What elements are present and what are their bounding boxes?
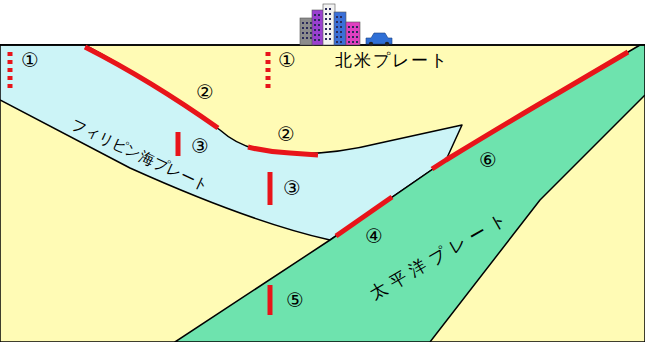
window <box>340 36 342 38</box>
window <box>340 41 342 43</box>
window <box>329 23 331 25</box>
callout-number: ① <box>278 49 296 71</box>
window <box>329 13 331 15</box>
window <box>336 21 338 23</box>
window <box>314 24 316 26</box>
window <box>336 31 338 33</box>
window <box>314 34 316 36</box>
callout-number: ② <box>196 81 214 103</box>
window <box>302 22 304 24</box>
window <box>352 31 354 33</box>
window <box>329 8 331 10</box>
window <box>325 18 327 20</box>
fault-segment <box>432 52 628 169</box>
window <box>356 36 358 38</box>
fault-segment <box>85 47 218 128</box>
window <box>348 36 350 38</box>
window <box>329 38 331 40</box>
window <box>348 26 350 28</box>
callout-number: ② <box>277 123 295 145</box>
window <box>306 22 308 24</box>
window <box>340 31 342 33</box>
window <box>318 34 320 36</box>
plate-outline <box>175 45 645 342</box>
window <box>318 39 320 41</box>
window <box>314 29 316 31</box>
window <box>302 32 304 34</box>
building <box>334 12 346 45</box>
callout-number: ③ <box>283 177 301 199</box>
window <box>325 23 327 25</box>
window <box>356 41 358 43</box>
window <box>314 39 316 41</box>
callout-number: ① <box>21 49 39 71</box>
callout-number: ③ <box>191 135 209 157</box>
window <box>302 37 304 39</box>
fault-segment <box>268 285 273 315</box>
window <box>306 37 308 39</box>
window <box>340 21 342 23</box>
window <box>352 41 354 43</box>
window <box>302 27 304 29</box>
window <box>336 26 338 28</box>
window <box>306 32 308 34</box>
window <box>318 29 320 31</box>
fault-segment <box>268 172 273 205</box>
window <box>329 33 331 35</box>
plate-outline <box>0 45 645 342</box>
window <box>314 19 316 21</box>
window <box>348 31 350 33</box>
building <box>346 22 360 45</box>
window <box>325 28 327 30</box>
window <box>356 26 358 28</box>
callout-number: ⑥ <box>479 149 497 171</box>
window <box>318 24 320 26</box>
fault-segment <box>336 197 392 236</box>
callout-number: ⑤ <box>286 289 304 311</box>
window <box>356 31 358 33</box>
window <box>325 38 327 40</box>
window <box>336 16 338 18</box>
car-wheel <box>369 42 373 46</box>
window <box>329 28 331 30</box>
window <box>340 16 342 18</box>
plate-name: 北米プレート <box>335 51 449 70</box>
car-wheel <box>385 42 389 46</box>
window <box>325 33 327 35</box>
building <box>312 10 324 45</box>
callout-number: ④ <box>365 225 383 247</box>
window <box>314 14 316 16</box>
city-icon <box>300 4 392 46</box>
window <box>325 13 327 15</box>
window <box>352 26 354 28</box>
window <box>318 14 320 16</box>
window <box>352 36 354 38</box>
window <box>348 41 350 43</box>
fault-segment <box>248 147 318 155</box>
building <box>323 4 335 45</box>
window <box>336 41 338 43</box>
window <box>336 36 338 38</box>
window <box>306 27 308 29</box>
fault-segment <box>8 52 13 92</box>
window <box>329 18 331 20</box>
fault-segment <box>266 52 271 92</box>
window <box>340 26 342 28</box>
fault-segment <box>176 132 181 156</box>
window <box>325 8 327 10</box>
window <box>318 19 320 21</box>
